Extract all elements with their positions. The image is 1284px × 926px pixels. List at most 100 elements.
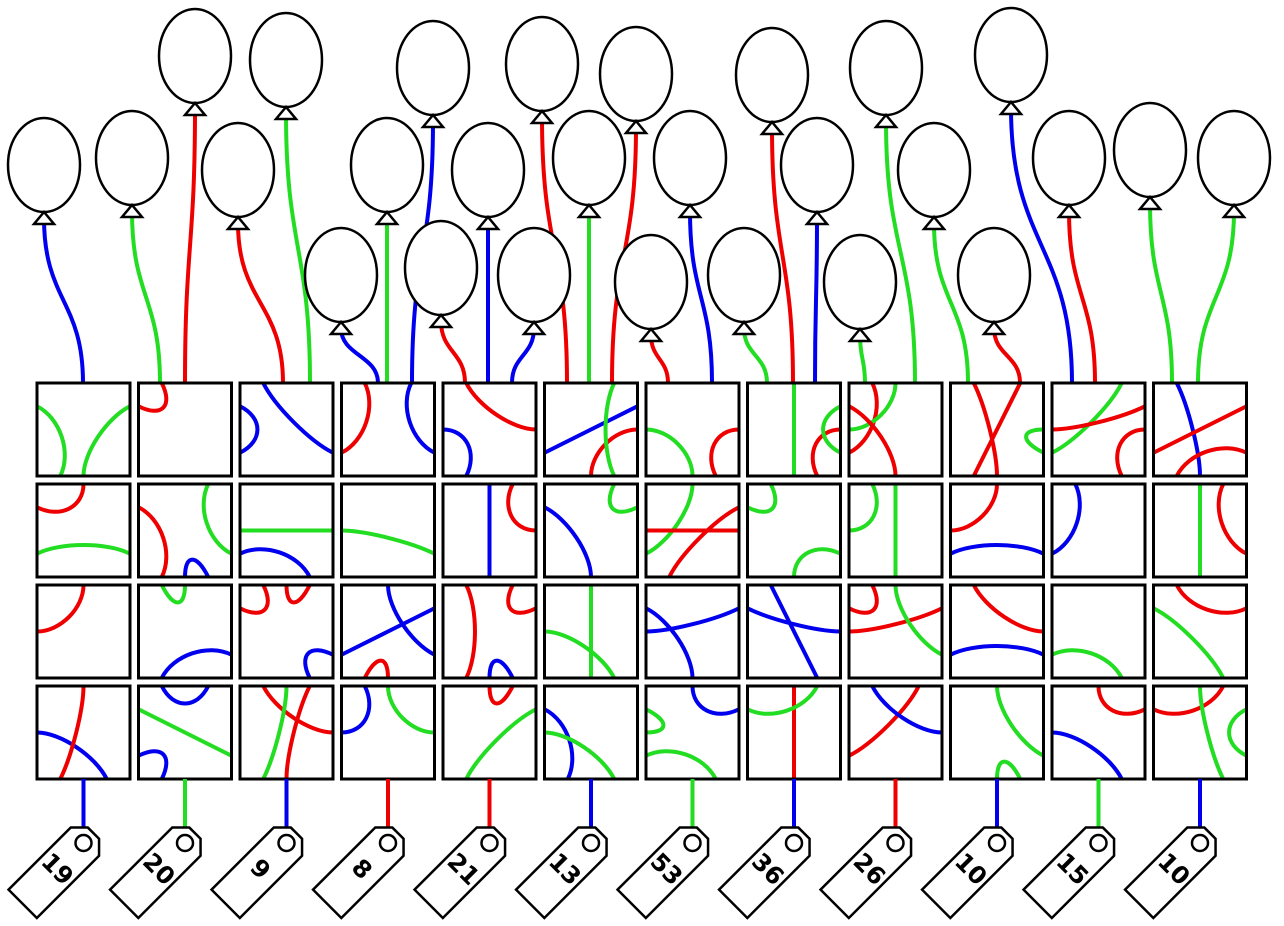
balloon[interactable] [450, 121, 526, 231]
balloon-string [510, 327, 536, 384]
puzzle-tile[interactable] [238, 381, 335, 478]
price-tag[interactable]: 19 [6, 819, 108, 920]
balloon-string [770, 127, 795, 384]
price-tag[interactable]: 10 [920, 819, 1021, 920]
balloon[interactable] [349, 116, 425, 226]
puzzle-tile[interactable] [441, 684, 538, 781]
price-tag[interactable]: 21 [412, 819, 514, 920]
puzzle-tile[interactable] [746, 583, 842, 680]
balloon[interactable] [652, 109, 728, 219]
puzzle-tile[interactable] [543, 684, 639, 781]
puzzle-tile[interactable] [137, 381, 233, 478]
price-tag[interactable]: 53 [615, 819, 717, 920]
puzzle-tile[interactable] [35, 684, 132, 781]
puzzle-tile[interactable] [644, 684, 741, 781]
balloon[interactable] [973, 6, 1049, 116]
puzzle-tile[interactable] [441, 583, 538, 680]
puzzle-tile[interactable] [1152, 684, 1248, 781]
puzzle-tile[interactable] [847, 381, 944, 478]
puzzle-tile[interactable] [847, 482, 944, 579]
puzzle-tile[interactable] [644, 583, 741, 680]
puzzle-tile[interactable] [137, 583, 233, 680]
balloon[interactable] [551, 109, 627, 219]
balloon[interactable] [94, 109, 170, 219]
tag-hole [175, 833, 195, 853]
puzzle-tile[interactable] [340, 684, 436, 781]
balloon[interactable] [1031, 109, 1107, 219]
balloon[interactable] [1112, 101, 1188, 211]
price-tag[interactable]: 10 [1123, 819, 1224, 920]
puzzle-tile[interactable] [1050, 482, 1147, 579]
puzzle-tile[interactable] [543, 482, 639, 579]
balloon-string [992, 327, 1022, 384]
balloon[interactable] [956, 226, 1032, 336]
tile-track [137, 707, 233, 758]
puzzle-tile[interactable] [238, 482, 335, 579]
puzzle-tile[interactable] [1050, 381, 1147, 478]
balloon[interactable] [598, 25, 674, 135]
balloon[interactable] [6, 116, 82, 226]
balloon[interactable] [395, 19, 471, 129]
price-tag[interactable]: 8 [311, 819, 412, 920]
price-tag[interactable]: 20 [108, 819, 209, 920]
balloon[interactable] [496, 226, 572, 336]
puzzle-tile[interactable] [441, 482, 538, 579]
balloon[interactable] [248, 11, 324, 121]
balloon[interactable] [403, 219, 479, 329]
puzzle-tile[interactable] [1152, 381, 1248, 478]
price-tag[interactable]: 15 [1021, 819, 1123, 920]
balloon-icon [848, 19, 924, 117]
tag-hole [683, 833, 702, 853]
puzzle-tile[interactable] [746, 381, 842, 478]
balloon[interactable] [896, 121, 972, 231]
balloon[interactable] [706, 226, 782, 336]
tile-frame [644, 684, 741, 781]
puzzle-tile[interactable] [1050, 583, 1147, 680]
price-tag[interactable]: 13 [514, 819, 615, 920]
balloon[interactable] [613, 233, 689, 343]
puzzle-tile[interactable] [847, 583, 944, 680]
puzzle-tile[interactable] [238, 684, 335, 781]
puzzle-tile[interactable] [137, 482, 233, 579]
puzzle-tile[interactable] [949, 482, 1045, 579]
puzzle-tile[interactable] [847, 684, 944, 781]
tile-track [261, 685, 289, 780]
price-tag[interactable]: 36 [717, 819, 818, 920]
balloon[interactable] [303, 226, 379, 336]
balloon[interactable] [779, 116, 855, 226]
puzzle-tile[interactable] [340, 381, 436, 478]
balloon[interactable] [848, 19, 924, 129]
puzzle-tile[interactable] [441, 381, 538, 478]
price-tag[interactable]: 26 [818, 819, 920, 920]
puzzle-tile[interactable] [340, 583, 436, 680]
balloon[interactable] [157, 7, 233, 117]
puzzle-tile[interactable] [137, 684, 233, 781]
puzzle-tile[interactable] [949, 684, 1045, 781]
puzzle-tile[interactable] [238, 583, 335, 680]
puzzle-tile[interactable] [1152, 583, 1248, 680]
puzzle-tile[interactable] [949, 583, 1045, 680]
puzzle-tile[interactable] [1050, 684, 1147, 781]
balloon[interactable] [200, 121, 276, 231]
price-tag[interactable]: 9 [209, 819, 311, 920]
puzzle-tile[interactable] [949, 381, 1045, 478]
puzzle-tile[interactable] [746, 684, 842, 781]
tile-frame [1050, 684, 1147, 781]
puzzle-tile[interactable] [35, 583, 132, 680]
puzzle-tile[interactable] [543, 583, 639, 680]
puzzle-tile[interactable] [340, 482, 436, 579]
puzzle-tile[interactable] [543, 381, 639, 478]
balloon[interactable] [504, 15, 580, 125]
balloon-knot [1137, 195, 1163, 211]
puzzle-tile[interactable] [1152, 482, 1248, 579]
balloon[interactable] [1196, 109, 1272, 219]
balloon-string [813, 217, 819, 384]
balloon[interactable] [822, 233, 898, 343]
puzzle-tile[interactable] [746, 482, 842, 579]
puzzle-tile[interactable] [644, 482, 741, 579]
puzzle-tile[interactable] [644, 381, 741, 478]
puzzle-tile[interactable] [35, 381, 132, 478]
tile-frame [137, 583, 233, 680]
balloon[interactable] [734, 26, 810, 136]
puzzle-tile[interactable] [35, 482, 132, 579]
